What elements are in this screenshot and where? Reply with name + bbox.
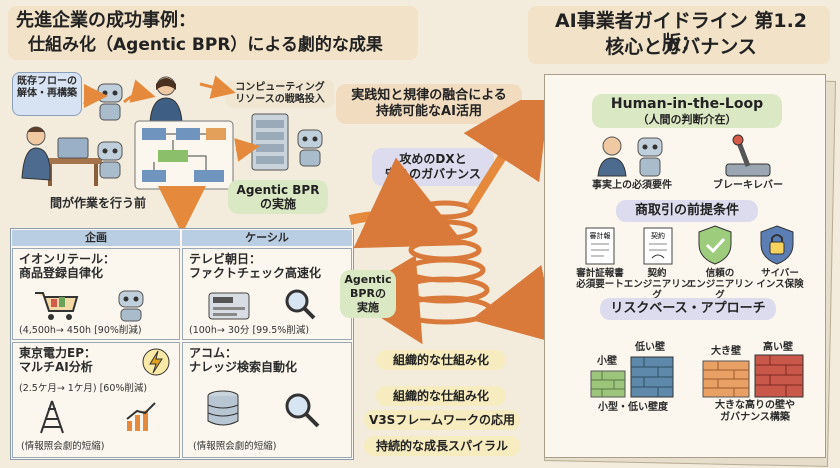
hitl-item-requirement: 事実上の必須要件 [592,180,672,191]
tower-icon [40,400,64,434]
brake-lever-icon [725,134,771,177]
left-title-line1: 先進企業の成功事例： [16,10,196,31]
case-title: ファクトチェック高速化 [189,266,322,280]
case-company: テレビ朝日： [189,252,262,266]
audit-doc-label: 審計報 [590,231,611,240]
wall-label-high: 高い壁 [763,342,793,353]
center-list-item: V3Sフレームワークの応用 [364,410,520,430]
consultant-icon [149,76,183,123]
chart-icon [126,402,156,431]
trust-shield-icon [698,225,732,265]
case-tepco: 東京電力EP： マルチAI分析 (2.5ケ月→ 1ケ月) [60%削減) (情報… [12,342,180,458]
case-company: アコム： [189,346,238,360]
bot-icon [118,290,144,322]
hitl-header: Human-in-the-Loop （人間の判断介在） [592,94,782,128]
commerce-item: 審計証報書 必須要ート [576,268,624,290]
case-company: イオンリテール： [19,252,116,266]
robot-icon [297,129,323,167]
contract-icon: 契約 [643,227,673,265]
right-title-banner [528,6,830,64]
case-acom: アコム： ナレッジ検索自動化 (情報照会劇的短縮) [182,342,352,458]
commerce-header: 商取引の前提条件 [616,200,758,222]
left-title-banner [8,6,418,60]
audit-report-icon: 審計報 [585,227,615,265]
table-header-case: ケーシル [182,230,352,246]
cart-icon [35,292,79,320]
table-header-planning: 企画 [12,230,180,246]
growth-spiral-graphic [347,100,558,345]
workflow-board [134,120,234,190]
agentic-bpr-chip: Agentic BPR の実施 [228,180,328,214]
commerce-item: 信頼の エンジニアリング [686,268,754,301]
left-title-line2: 仕組み化（Agentic BPR）による劇的な成果 [28,35,383,55]
case-note: (2.5ケ月→ 1ケ月) [60%削減) [19,383,148,394]
case-note: (100h→ 30分 [99.5%削減) [189,325,310,336]
compute-resource-label: コンピューティング リソースの戦略投入 [226,80,334,108]
wall-label-small: 小壁 [597,356,617,367]
case-note: (4,500h→ 450h [90%削減) [19,325,142,336]
worker-at-desk-icon [21,126,102,186]
hitl-subtitle: （人間の判断介在） [637,113,737,126]
wall-label-low: 低い壁 [635,342,665,353]
database-icon [207,390,239,426]
before-work-label: 間が作業を行う前 [49,196,146,210]
legacy-flow-bubble: 既存フローの 解体・再構築 [12,72,82,116]
case-title: マルチAI分析 [19,360,93,374]
commerce-item: 契約 エンジニアリング [623,268,691,301]
brick-wall-small-icon [590,370,626,398]
brick-wall-high-icon [754,354,804,398]
risk-header: リスクベース・アプローチ [600,298,776,320]
magnifier-icon [285,289,316,320]
case-title: 商品登録自律化 [19,266,104,280]
hitl-item-brake: ブレーキレバー [713,180,783,191]
case-title: ナレッジ検索自動化 [189,360,298,374]
case-company: 東京電力EP： [19,346,96,360]
brick-wall-large-icon [702,360,750,398]
bolt-icon [142,348,170,376]
center-list-item: 組織的な仕組み化 [376,386,506,406]
case-tv-asahi: テレビ朝日： ファクトチェック高速化 (100h→ 30分 [99.5%削減) [182,248,352,340]
cyber-insurance-lock-icon [760,225,794,265]
contract-doc-label: 契約 [651,231,665,240]
human-robot-icon [597,136,663,177]
case-note2: (情報照会劇的短縮) [21,441,105,452]
commerce-item: サイバー インス保険 [756,268,804,290]
robot-icon [97,141,123,179]
flow-arrows [82,75,260,230]
right-title-line1: AI事業者ガイドライン 第1.2版： [554,10,808,54]
brick-wall-low-icon [630,356,674,398]
center-list-item: 持続的な成長スパイラル [364,436,520,456]
right-title-line2: 核心とガバナンス [605,36,757,58]
hitl-title: Human-in-the-Loop [610,96,764,112]
spiral-agentic-bpr-label: Agentic BPRの 実施 [340,270,396,318]
magnifier-icon [285,393,320,428]
risk-caption-large: 大きな高りの壁や ガバナンス構築 [715,400,795,423]
case-note: (情報照会劇的短縮) [193,441,277,452]
news-icon [208,292,250,320]
center-list-item: 組織的な仕組み化 [376,350,506,370]
case-aeon: イオンリテール： 商品登録自律化 (4,500h→ 450h [90%削減) [12,248,180,340]
risk-caption-small: 小型・低い壁度 [598,402,668,413]
server-rack-icon [251,113,289,171]
wall-label-large: 大き壁 [711,346,741,357]
